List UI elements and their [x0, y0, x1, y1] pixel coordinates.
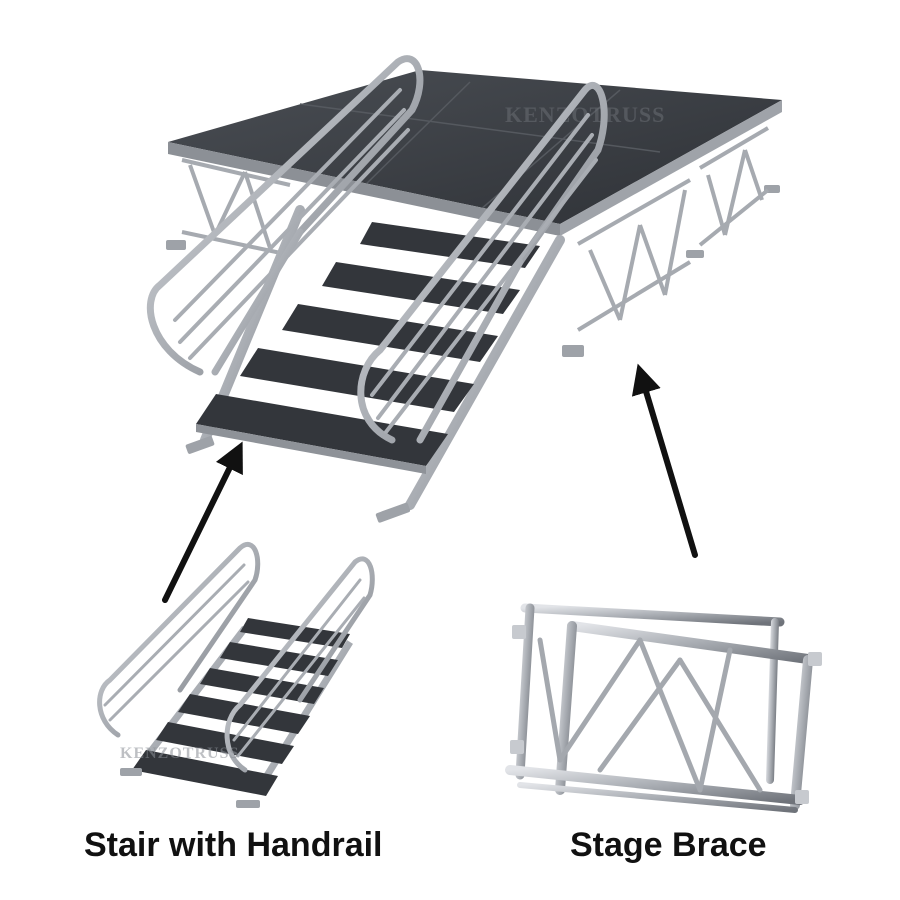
stair-inset: KENZOTRUSS [97, 542, 375, 808]
caption-stage-brace: Stage Brace [570, 826, 767, 864]
stage-deck [168, 70, 782, 224]
stage-platform: KENZOTRUSS [166, 70, 782, 357]
stair-handrail-right [357, 82, 608, 444]
stage-brace-inset [505, 603, 822, 813]
pointer-arrows [162, 363, 698, 603]
watermark-main: KENZOTRUSS [505, 102, 665, 127]
stage-stairs [146, 55, 608, 523]
arrow-to-stairs [162, 441, 243, 603]
arrow-to-brace [631, 363, 698, 558]
watermark-stair: KENZOTRUSS [120, 745, 239, 762]
stage-side-bracing [576, 126, 770, 332]
caption-stair-with-handrail: Stair with Handrail [84, 826, 383, 864]
stair-handrail-left [146, 55, 424, 376]
